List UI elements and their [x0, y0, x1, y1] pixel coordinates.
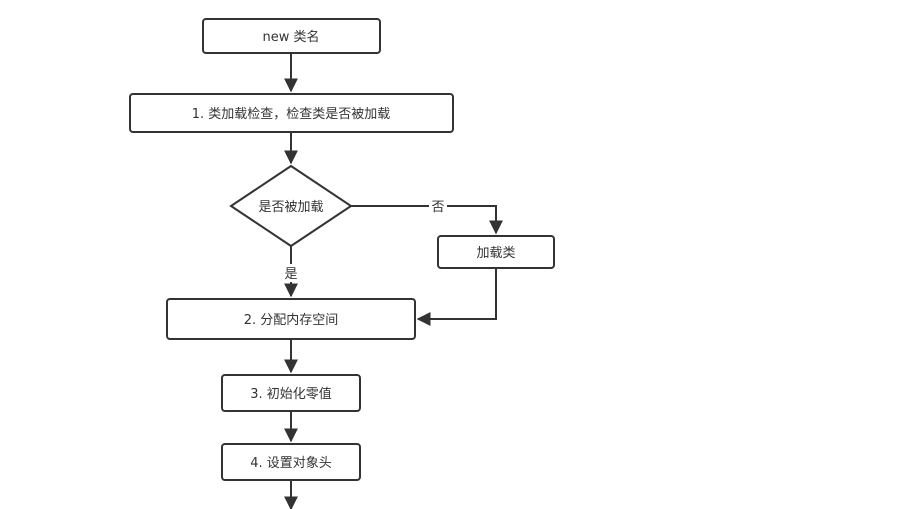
- node-load-check-label: 1. 类加载检查，检查类是否被加载: [192, 107, 391, 122]
- node-is-loaded-decision: 是否被加载: [229, 164, 353, 248]
- node-allocate-memory: 2. 分配内存空间: [166, 298, 416, 340]
- node-new-class: new 类名: [202, 18, 381, 54]
- node-load-class-label: 加载类: [476, 246, 515, 261]
- edges: [284, 53, 503, 509]
- node-set-header-label: 4. 设置对象头: [250, 456, 332, 471]
- node-load-check: 1. 类加载检查，检查类是否被加载: [129, 93, 454, 133]
- node-set-header: 4. 设置对象头: [221, 443, 361, 481]
- node-new-class-label: new 类名: [262, 29, 319, 45]
- edge-decision-no-to-load-class: [351, 205, 503, 235]
- node-load-class: 加载类: [437, 235, 555, 269]
- node-is-loaded-label: 是否被加载: [258, 200, 323, 215]
- edge-load-class-to-allocate: [416, 268, 497, 326]
- node-init-zero-label: 3. 初始化零值: [250, 386, 332, 402]
- edge-label-no: 否: [431, 200, 444, 215]
- node-init-zero: 3. 初始化零值: [221, 374, 361, 412]
- edge-label-yes: 是: [284, 267, 297, 282]
- node-allocate-memory-label: 2. 分配内存空间: [244, 312, 339, 328]
